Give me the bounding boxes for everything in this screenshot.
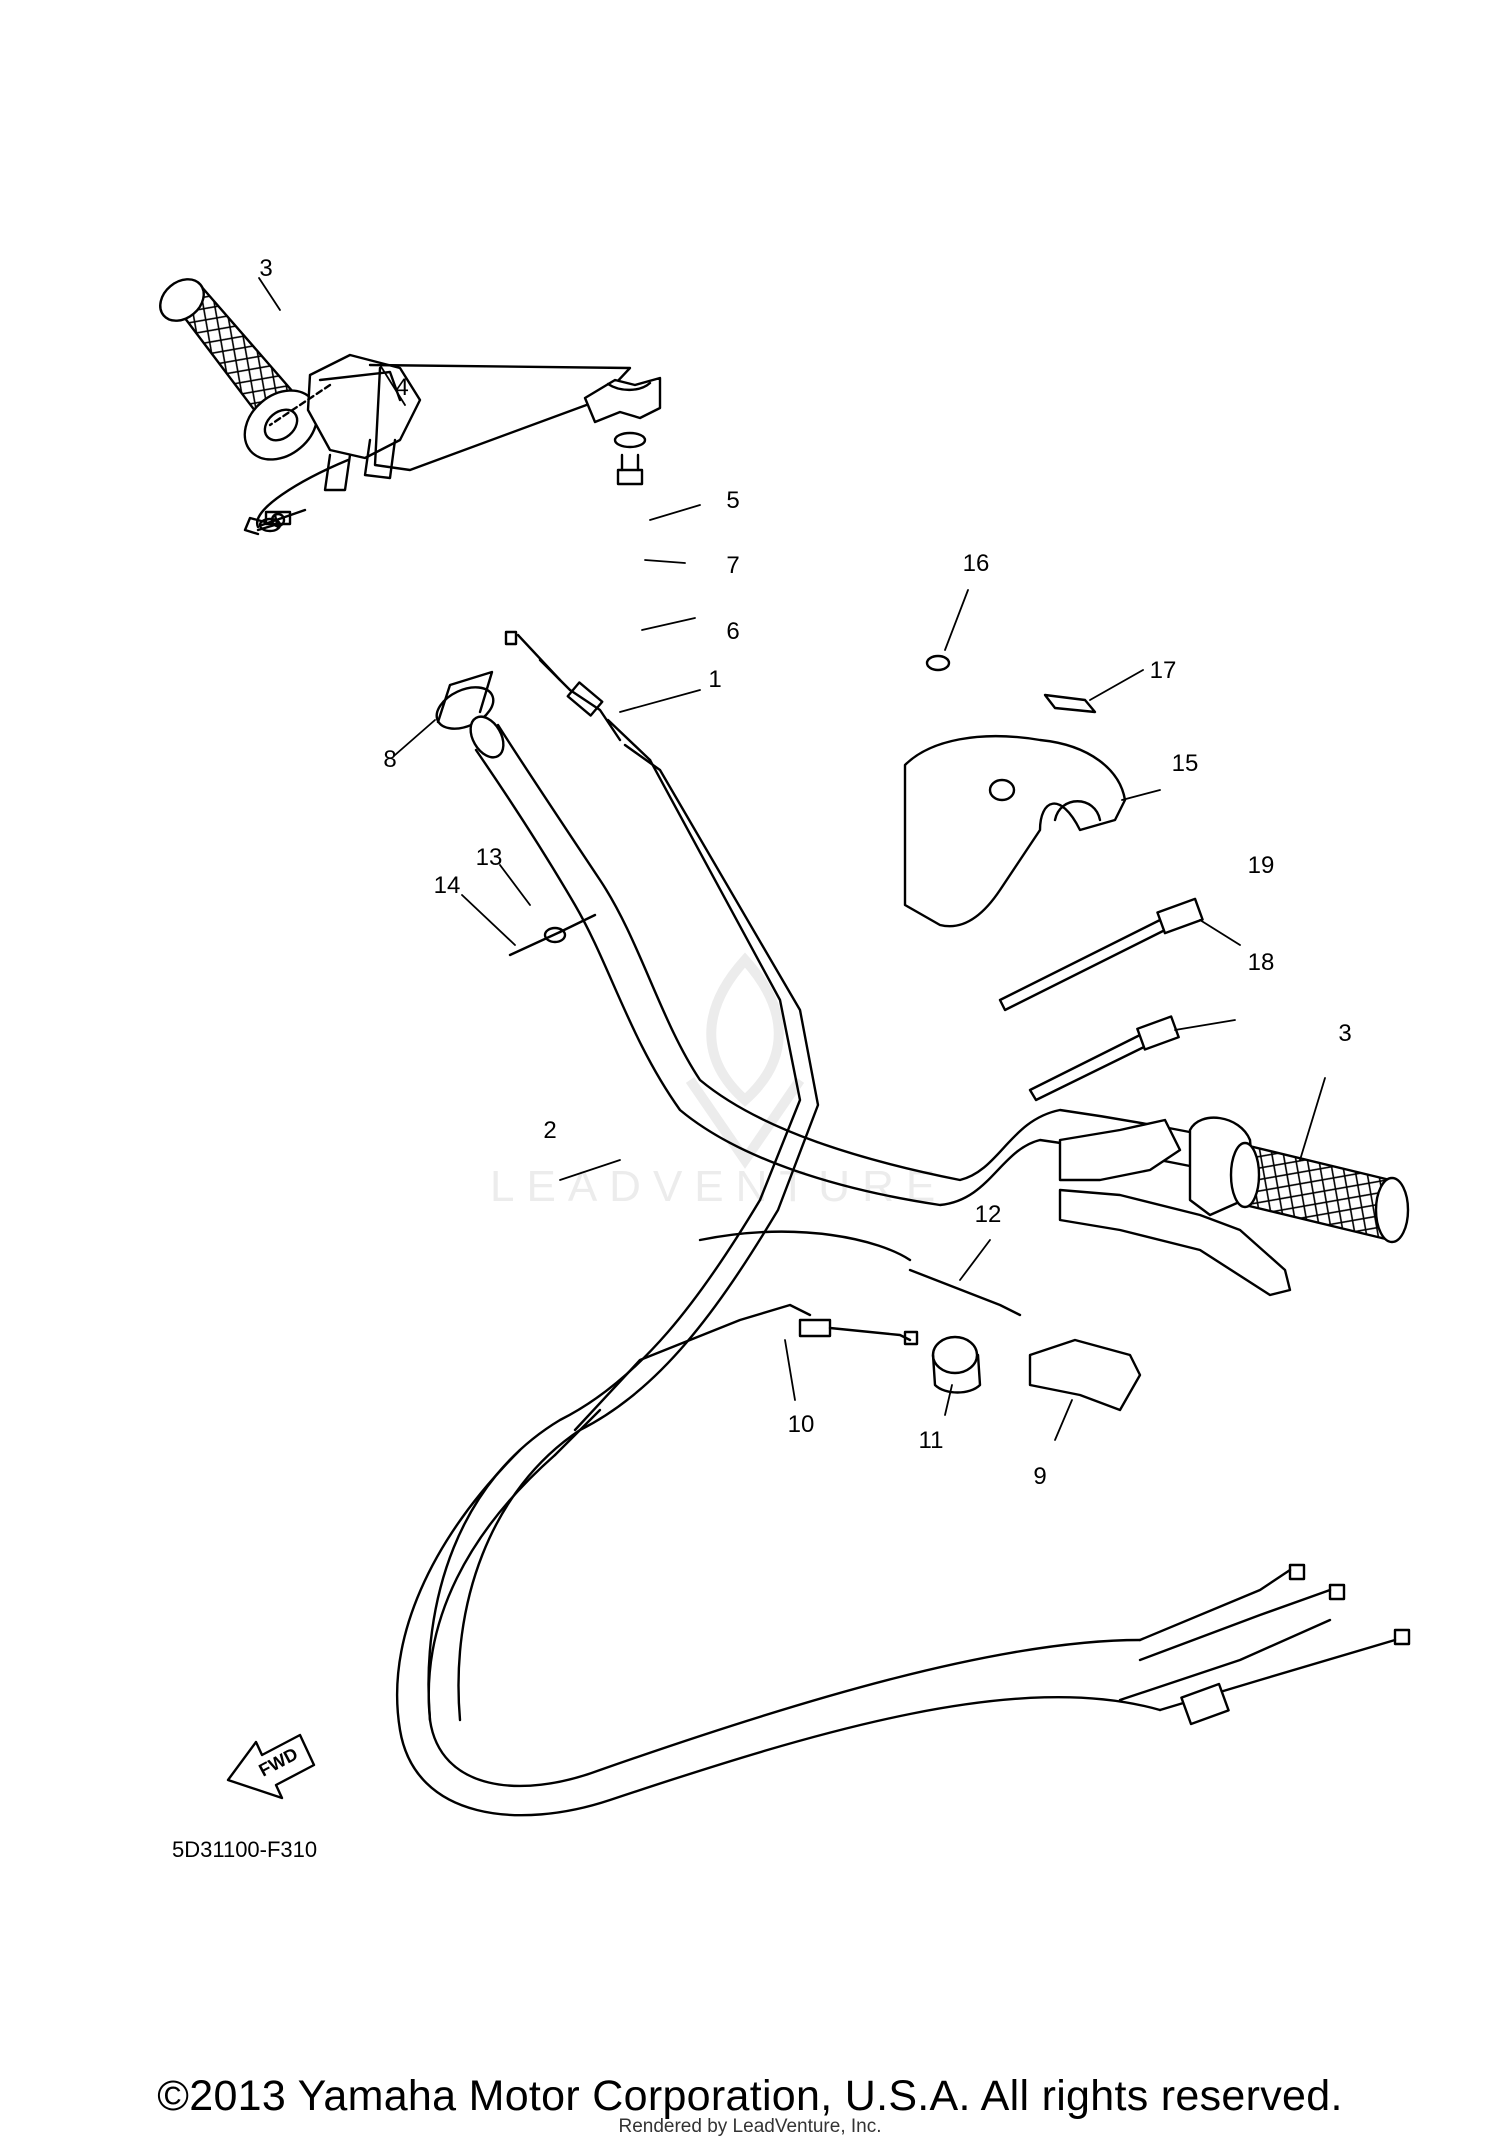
callout-13: 13 bbox=[475, 844, 503, 871]
adjust-screw-part bbox=[260, 508, 307, 530]
callout-3-right: 3 bbox=[1338, 1020, 1352, 1047]
copyright-text: ©2013 Yamaha Motor Corporation, U.S.A. A… bbox=[157, 2072, 1343, 2120]
throttle-cable-part bbox=[427, 630, 820, 1722]
callout-15: 15 bbox=[1171, 750, 1199, 777]
rendered-by-text: Rendered by LeadVenture, Inc. bbox=[618, 2116, 882, 2137]
cable-12-part bbox=[908, 1268, 1022, 1317]
callout-2: 2 bbox=[543, 1117, 557, 1144]
callout-3-left: 3 bbox=[259, 255, 273, 282]
decal-16-part bbox=[925, 654, 951, 672]
adjuster-part bbox=[931, 1335, 982, 1394]
fwd-arrow-icon bbox=[226, 1733, 316, 1800]
callout-6: 6 bbox=[726, 618, 740, 645]
callout-12: 12 bbox=[974, 1201, 1002, 1228]
callout-7: 7 bbox=[726, 552, 740, 579]
washer-part bbox=[613, 431, 647, 449]
callout-5: 5 bbox=[726, 487, 740, 514]
cable-tie-19-part bbox=[998, 897, 1204, 1012]
left-grip-part bbox=[159, 278, 319, 461]
cable-12-sheath bbox=[698, 1230, 912, 1262]
screw-part bbox=[616, 453, 644, 486]
callout-10: 10 bbox=[787, 1411, 815, 1438]
right-grip-part bbox=[1229, 1141, 1410, 1244]
callout-16: 16 bbox=[962, 550, 990, 577]
throttle-housing-part bbox=[243, 353, 422, 536]
callout-17: 17 bbox=[1149, 657, 1177, 684]
cowl-part bbox=[903, 735, 1127, 928]
callout-11: 11 bbox=[918, 1427, 944, 1454]
callout-9: 9 bbox=[1033, 1463, 1047, 1490]
drawing-code: 5D31100-F310 bbox=[172, 1837, 318, 1862]
leader-lines bbox=[258, 277, 1326, 1441]
cable-ends bbox=[1118, 1563, 1411, 1726]
callout-8: 8 bbox=[383, 746, 397, 773]
clamp-part bbox=[583, 376, 662, 424]
lever-cover-part bbox=[1028, 1338, 1142, 1412]
callout-19: 19 bbox=[1247, 852, 1275, 879]
watermark-text: LEADVENTURE bbox=[490, 1162, 948, 1211]
cable-loop-outer bbox=[396, 1448, 1162, 1817]
cable-loop bbox=[427, 1453, 1142, 1788]
decal-17-part bbox=[1043, 693, 1097, 714]
callout-1: 1 bbox=[708, 666, 722, 693]
callout-4: 4 bbox=[395, 374, 409, 401]
handlebar-part bbox=[469, 715, 1232, 1207]
callout-18: 18 bbox=[1247, 949, 1275, 976]
throttle-cable-10-part bbox=[553, 1303, 919, 1457]
callout-14: 14 bbox=[433, 872, 461, 899]
cable-tie-18-part bbox=[1028, 1015, 1180, 1102]
small-screw-part bbox=[508, 913, 597, 957]
watermark-logo bbox=[685, 952, 805, 1169]
